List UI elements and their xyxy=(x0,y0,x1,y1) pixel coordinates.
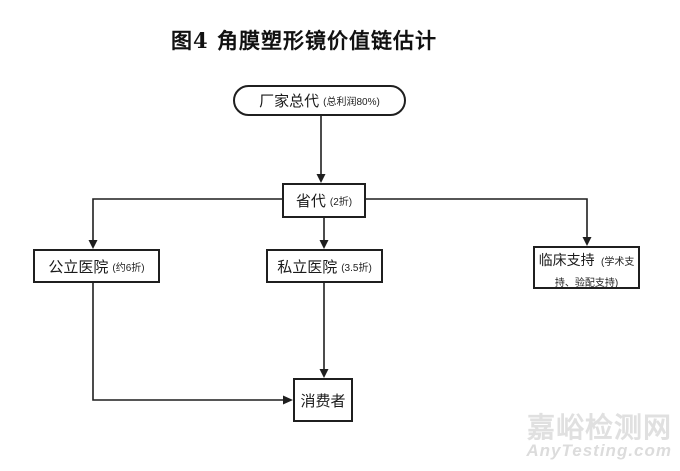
figure-title: 图4 角膜塑形镜价值链估计 xyxy=(171,28,437,53)
arrowhead-into-consumer-left xyxy=(283,395,293,405)
node-consumer: 消费者 xyxy=(293,378,353,422)
node-private-note: (3.5折) xyxy=(341,262,372,274)
arrowhead-into-province xyxy=(316,174,326,183)
node-public-note: (约6折) xyxy=(112,262,145,274)
node-province-label: 省代 xyxy=(295,193,326,210)
node-consumer-label: 消费者 xyxy=(300,392,346,410)
arrowhead-into-private xyxy=(319,240,329,249)
node-factory-note: (总利润80%) xyxy=(323,97,380,108)
node-clinical-note: (学术支持、验配支持) xyxy=(554,257,635,289)
node-public-hospital: 公立医院 (约6折) xyxy=(33,249,160,283)
node-provincial-agent: 省代 (2折) xyxy=(282,183,366,218)
arrowhead-into-clinical xyxy=(582,237,592,246)
node-public-label: 公立医院 xyxy=(48,258,109,276)
arrowhead-into-consumer-top xyxy=(319,369,329,378)
arrowhead-into-public xyxy=(88,240,98,249)
node-private-hospital: 私立医院 (3.5折) xyxy=(266,249,383,283)
node-private-label: 私立医院 xyxy=(277,258,338,276)
node-factory-distributor: 厂家总代 (总利润80%) xyxy=(233,85,406,116)
node-factory-label: 厂家总代 xyxy=(259,93,320,110)
node-clinical-label: 临床支持 xyxy=(538,252,595,268)
node-province-note: (2折) xyxy=(329,197,353,208)
node-clinical-support: 临床支持 (学术支持、验配支持) xyxy=(533,246,640,289)
